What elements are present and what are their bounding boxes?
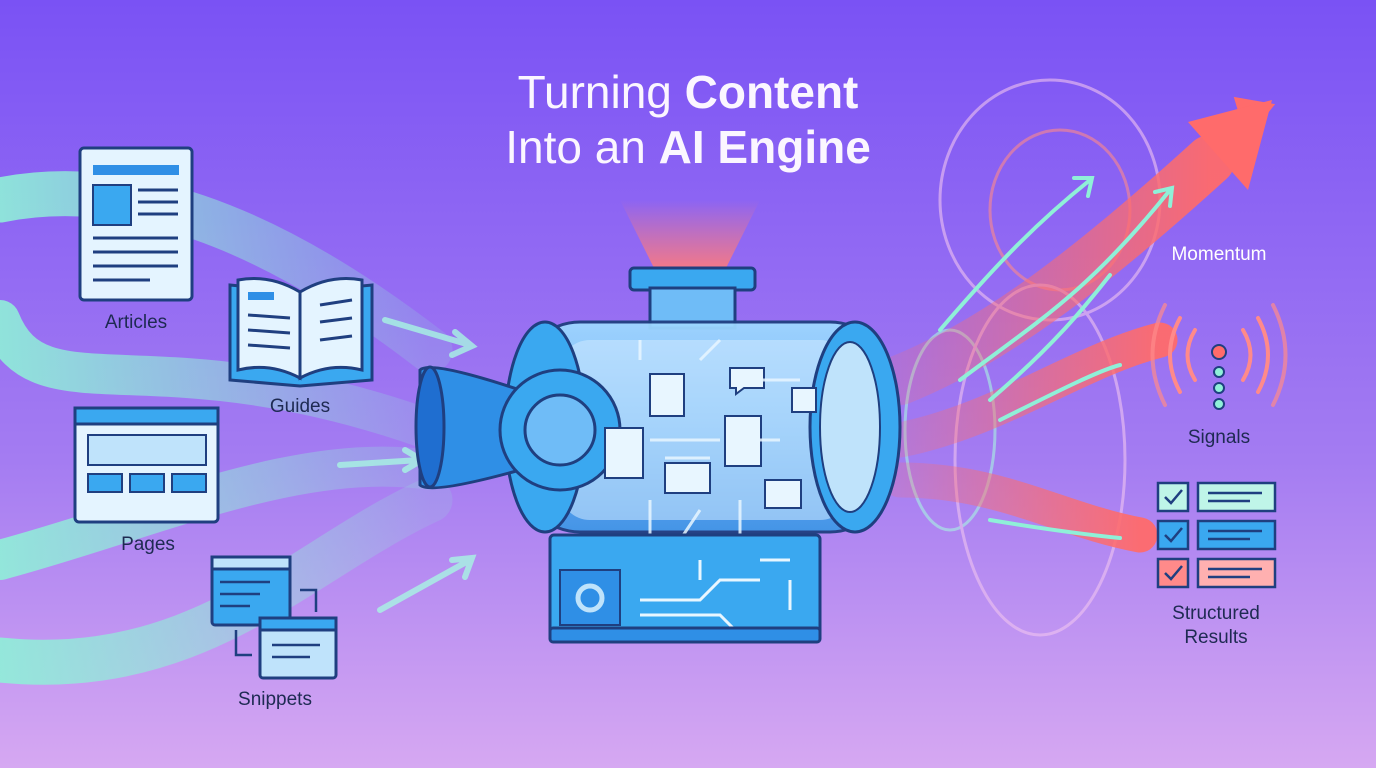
output-streams bbox=[875, 135, 1235, 553]
structured-results-label-line2: Results bbox=[1184, 627, 1247, 648]
momentum-label: Momentum bbox=[1171, 244, 1266, 265]
articles-label: Articles bbox=[105, 312, 167, 333]
circuit-traces bbox=[638, 338, 800, 562]
input-arrows bbox=[337, 317, 478, 613]
structured-results-label-line1: Structured bbox=[1172, 603, 1260, 624]
title-line-1: Turning Content bbox=[518, 66, 859, 118]
articles-document-icon bbox=[78, 146, 194, 302]
top-beam bbox=[620, 200, 760, 270]
structured-results-checklist-icon bbox=[1156, 481, 1277, 589]
pages-browser-icon bbox=[73, 406, 220, 524]
signals-antenna-icon bbox=[1150, 303, 1288, 410]
guides-label: Guides bbox=[270, 396, 330, 417]
snippets-label: Snippets bbox=[238, 689, 312, 710]
pages-label: Pages bbox=[121, 534, 175, 555]
guides-book-icon bbox=[228, 277, 374, 388]
ai-engine-machine bbox=[414, 200, 902, 644]
signals-label: Signals bbox=[1188, 427, 1250, 448]
title-line-2: Into an AI Engine bbox=[505, 121, 871, 173]
momentum-arrow-icon bbox=[1188, 100, 1272, 190]
snippets-code-icon bbox=[210, 555, 338, 680]
base-gear-icon bbox=[575, 583, 605, 613]
teal-output-arrows bbox=[938, 176, 1175, 540]
